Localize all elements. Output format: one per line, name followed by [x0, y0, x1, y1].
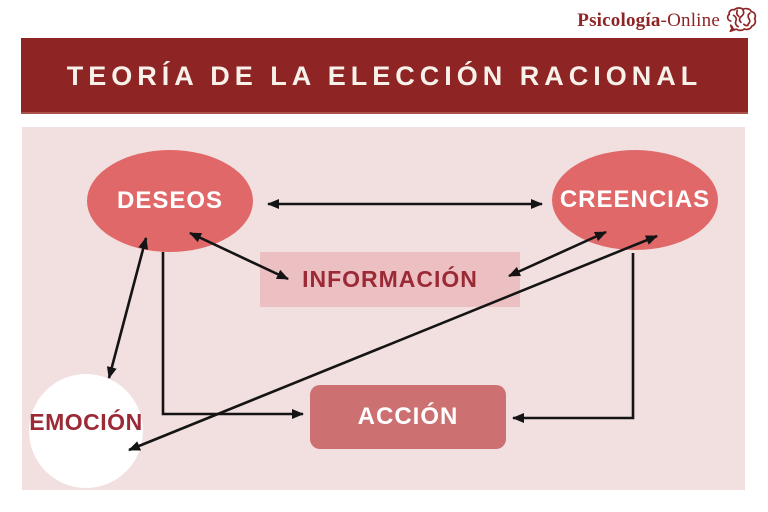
node-accion-label: ACCIÓN	[357, 403, 459, 430]
logo-brand-bold: Psicología	[577, 10, 661, 31]
node-emocion-label: EMOCIÓN	[29, 408, 143, 435]
node-accion: ACCIÓN	[310, 385, 506, 449]
logo: Psicología-Online	[577, 6, 758, 36]
node-informacion-label: INFORMACIÓN	[302, 266, 478, 292]
logo-brand-rest: -Online	[660, 10, 720, 31]
node-deseos: DESEOS	[87, 150, 253, 252]
node-creencias-label: CREENCIAS	[559, 186, 711, 213]
brain-icon	[726, 7, 757, 33]
title-banner: TEORÍA DE LA ELECCIÓN RACIONAL	[21, 38, 748, 114]
node-creencias: CREENCIAS	[552, 150, 718, 250]
page-title: TEORÍA DE LA ELECCIÓN RACIONAL	[66, 60, 703, 91]
node-emocion: EMOCIÓN	[29, 374, 143, 488]
node-informacion: INFORMACIÓN	[260, 252, 520, 307]
logo-wordmark: Psicología-Online	[577, 10, 720, 32]
node-deseos-label: DESEOS	[116, 187, 224, 214]
